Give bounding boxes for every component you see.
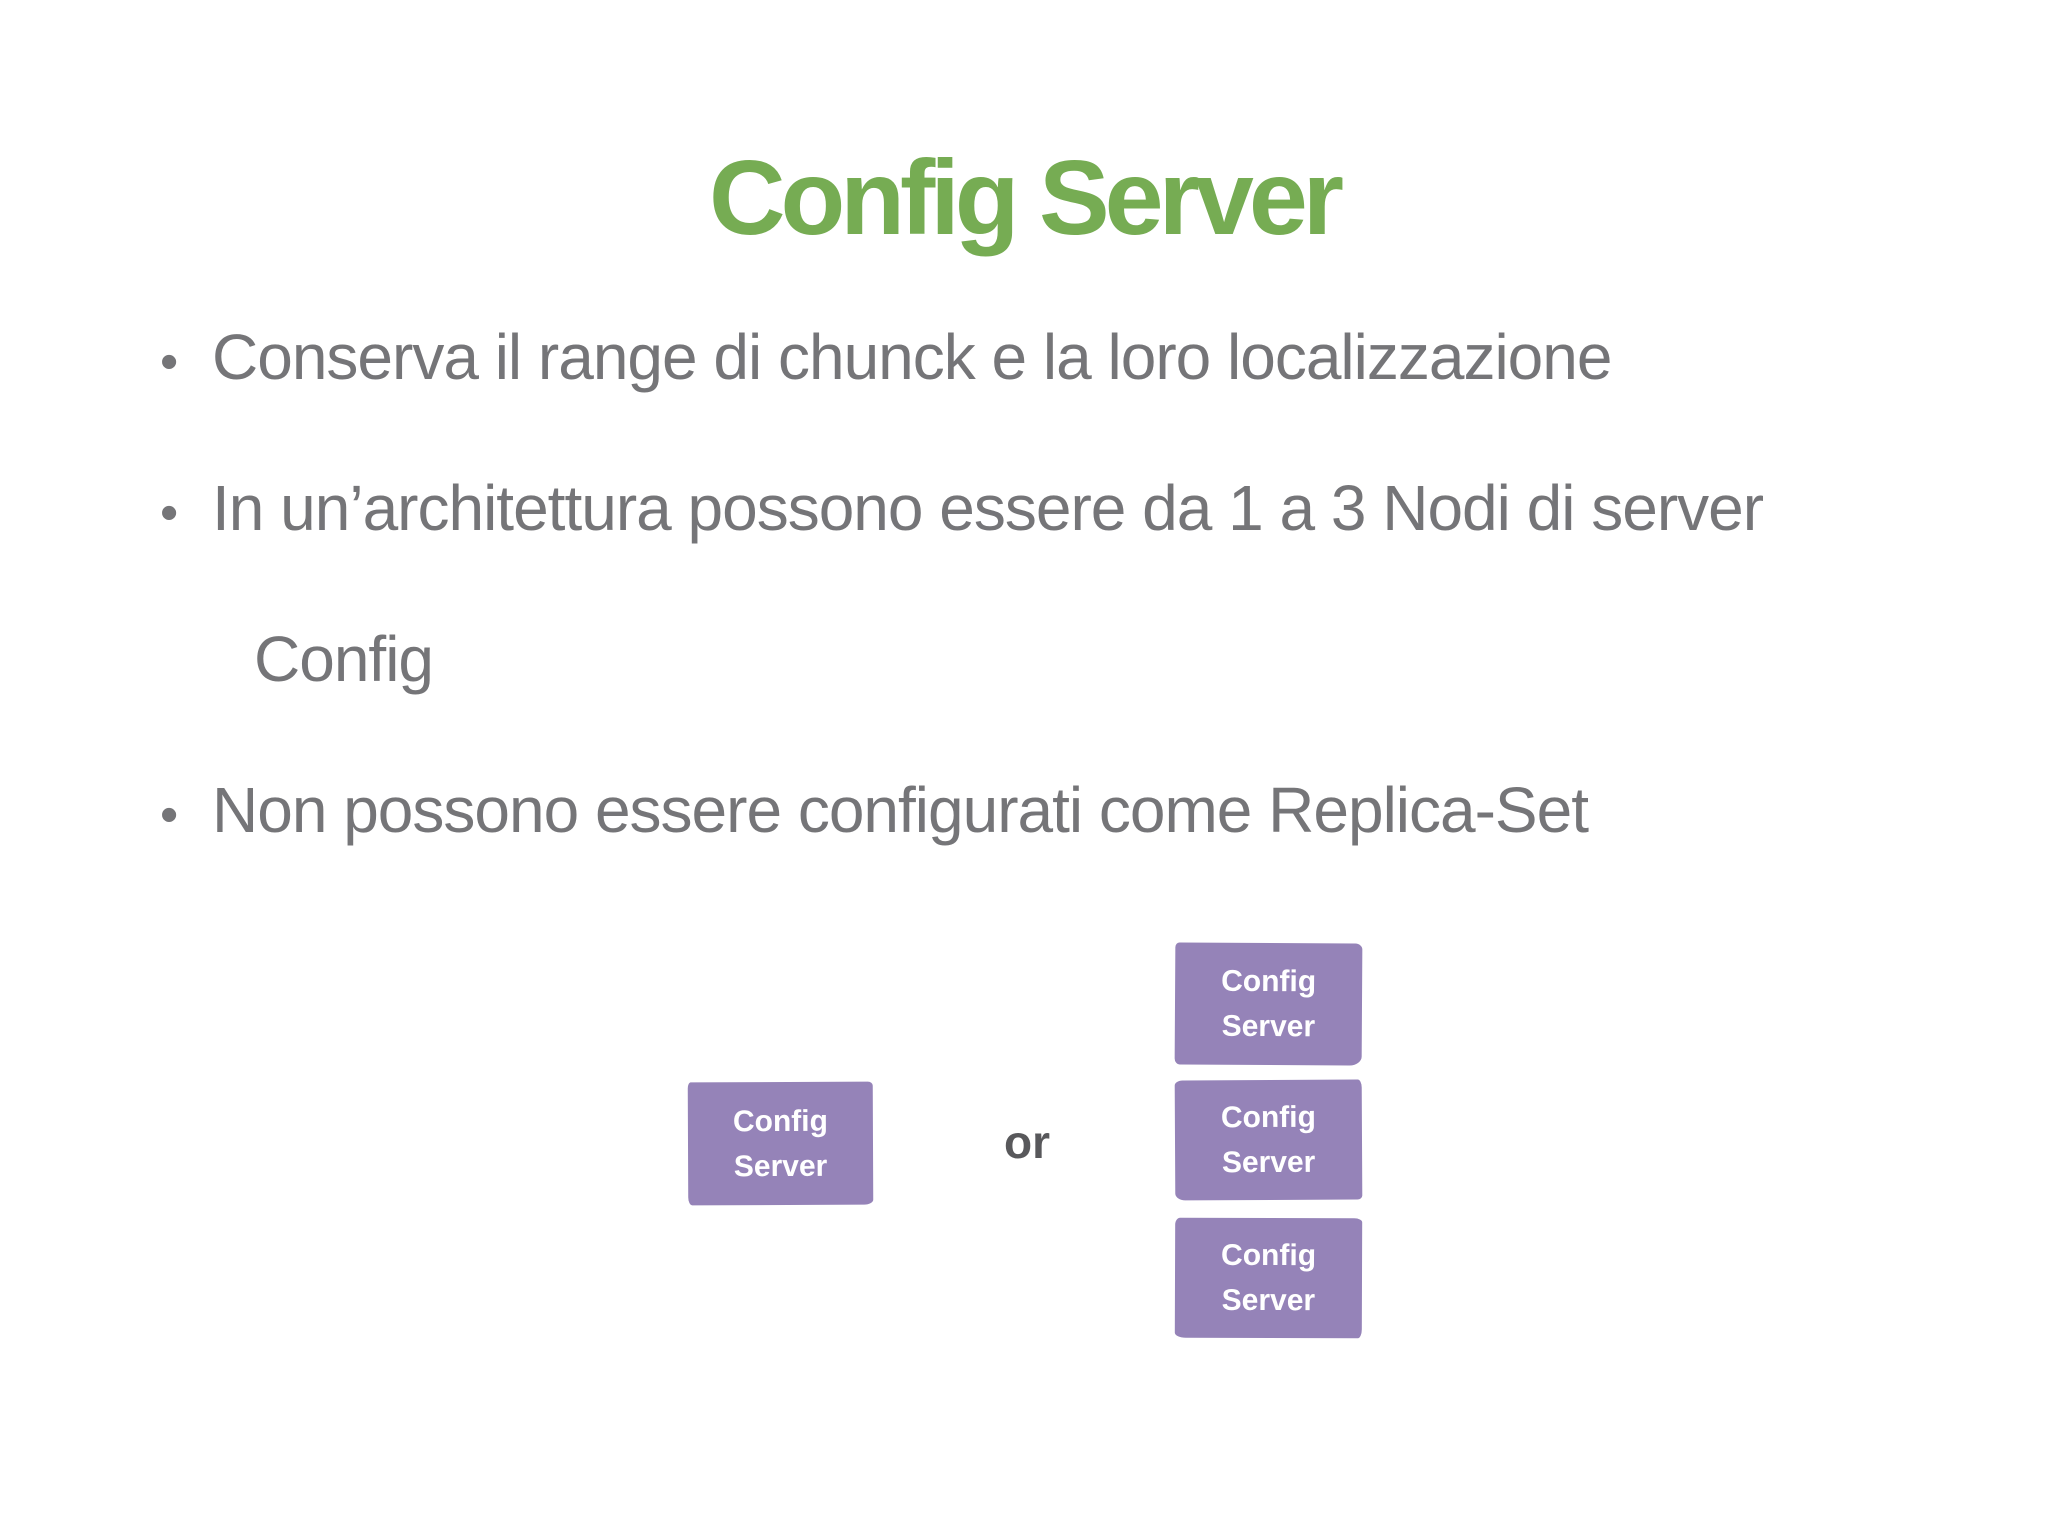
box-label-line2: Server	[733, 1149, 828, 1183]
slide-title: Config Server	[708, 139, 1344, 257]
box-label-line2: Server	[1221, 1145, 1316, 1180]
box-label-line2: Server	[1221, 1283, 1316, 1318]
bullet-dot: •	[160, 484, 178, 542]
bullet-item-3: • Non possono essere configurati come Re…	[160, 774, 1589, 846]
bullet-item-2-continuation: Config	[254, 623, 434, 695]
bullet-text-2-line-1: In un’architettura possono essere da 1 a…	[212, 472, 1764, 544]
box-label-line1: Config	[732, 1104, 828, 1138]
bullet-text-2-line-2: Config	[254, 623, 434, 695]
or-label: or	[1004, 1116, 1050, 1168]
replica-config-server-box-2: Config Server	[1174, 1079, 1363, 1201]
bullet-item-2: • In un’architettura possono essere da 1…	[160, 472, 1764, 544]
single-config-server-box: Config Server	[687, 1081, 874, 1206]
bullet-dot: •	[160, 333, 178, 391]
bullet-text-3: Non possono essere configurati come Repl…	[212, 774, 1589, 846]
bullet-dot: •	[160, 786, 178, 844]
replica-config-server-box-3: Config Server	[1174, 1217, 1363, 1339]
box-label-line1: Config	[1221, 1238, 1317, 1273]
bullet-item-1: • Conserva il range di chunck e la loro …	[160, 321, 1612, 393]
replica-config-server-box-1: Config Server	[1174, 942, 1363, 1066]
box-label-line1: Config	[1221, 964, 1317, 999]
bullet-text-1: Conserva il range di chunck e la loro lo…	[212, 321, 1612, 393]
box-label-line1: Config	[1220, 1100, 1316, 1135]
box-label-line2: Server	[1221, 1009, 1316, 1044]
